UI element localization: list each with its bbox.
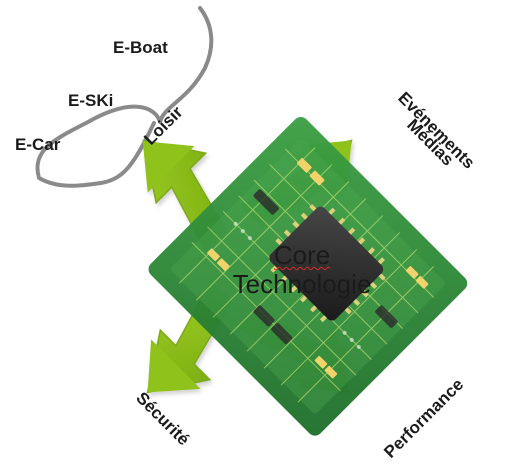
arrow-bottom-left-tip — [147, 339, 201, 393]
core-title-line-1: Core — [273, 240, 331, 270]
core-title: Core Technologie — [197, 240, 407, 300]
e-boat-label: E-Boat — [113, 38, 168, 57]
e-car-label: E-Car — [15, 135, 61, 154]
arrow-top-left-tip — [142, 141, 195, 193]
leisure-brace — [35, 6, 214, 188]
e-ski-label: E-SKi — [68, 91, 114, 110]
core-board — [148, 116, 468, 436]
core-title-line-2: Technologie — [232, 269, 372, 300]
